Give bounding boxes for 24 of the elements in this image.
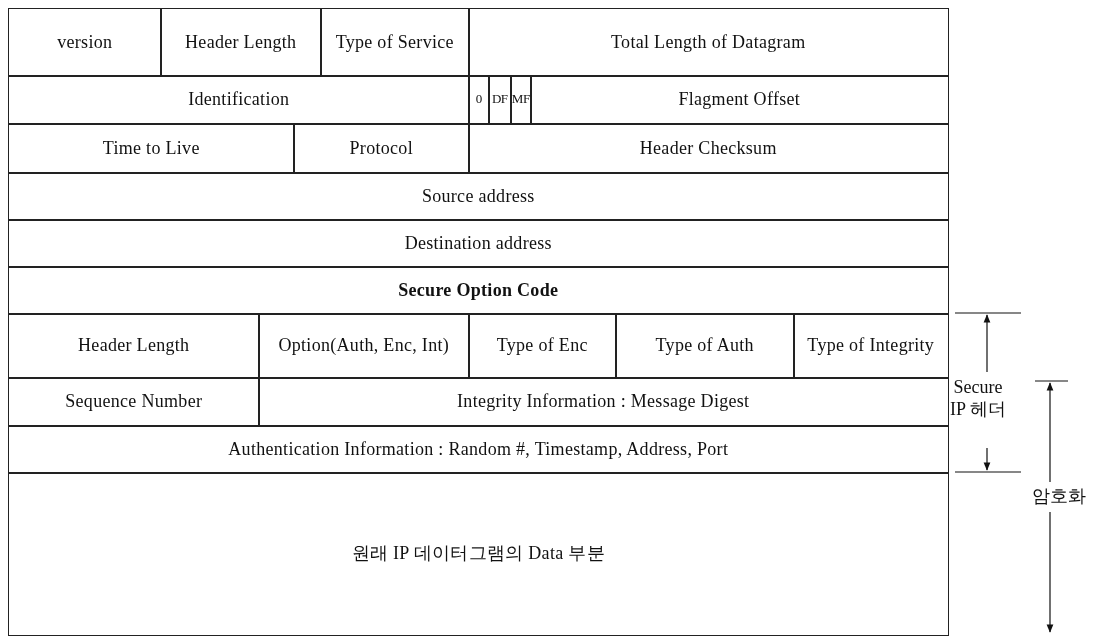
header-field: Type of Integrity bbox=[793, 313, 949, 379]
header-field: Identification bbox=[8, 75, 470, 125]
header-field: Source address bbox=[8, 172, 949, 221]
header-field: Header Checksum bbox=[468, 123, 949, 174]
header-field: MF bbox=[510, 75, 532, 125]
header-field: version bbox=[8, 8, 162, 77]
header-field: Flagment Offset bbox=[530, 75, 949, 125]
header-field: Sequence Number bbox=[8, 377, 260, 427]
header-field: Time to Live bbox=[8, 123, 295, 174]
header-field: Option(Auth, Enc, Int) bbox=[258, 313, 470, 379]
header-field: DF bbox=[488, 75, 512, 125]
header-field: Type of Auth bbox=[615, 313, 795, 379]
header-field: Integrity Information : Message Digest bbox=[258, 377, 949, 427]
header-field: 0 bbox=[468, 75, 490, 125]
header-field: Total Length of Datagram bbox=[468, 8, 949, 77]
header-field: Header Length bbox=[160, 8, 322, 77]
header-field: Authentication Information : Random #, Timestamp, Address, Port bbox=[8, 425, 949, 474]
header-field: Type of Service bbox=[320, 8, 470, 77]
header-field: Destination address bbox=[8, 219, 949, 268]
header-field: Protocol bbox=[293, 123, 470, 174]
header-field: Header Length bbox=[8, 313, 260, 379]
header-field: Secure Option Code bbox=[8, 266, 949, 315]
data-area: 원래 IP 데이터그램의 Data 부분 bbox=[8, 472, 949, 636]
header-field: Type of Enc bbox=[468, 313, 617, 379]
